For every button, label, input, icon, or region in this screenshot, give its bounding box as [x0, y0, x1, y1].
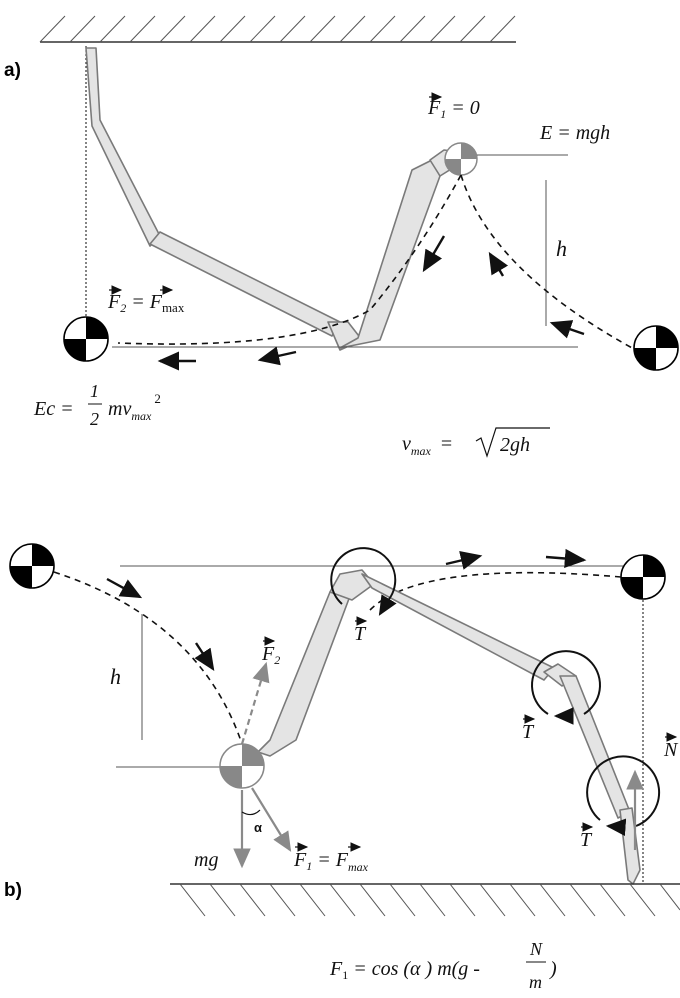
center-of-mass-left	[63, 316, 109, 362]
panel-a-label: a)	[4, 60, 21, 81]
svg-text:mvmax2: mvmax2	[108, 391, 161, 423]
svg-text:T: T	[354, 623, 367, 645]
svg-text:F1 = Fmax: F1 = Fmax	[293, 849, 369, 874]
trajectory-right-a	[460, 174, 635, 350]
trajectory-left-a	[117, 174, 462, 345]
energy-label: E = mgh	[539, 122, 610, 144]
center-of-mass-right	[633, 325, 679, 371]
alpha-label: α	[254, 820, 262, 835]
motion-arrow	[257, 346, 297, 366]
svg-text:2: 2	[90, 409, 99, 429]
torque-label: T	[522, 714, 536, 743]
svg-text:2gh: 2gh	[500, 434, 530, 456]
height-label-a: h	[556, 236, 567, 261]
floor-hatch	[170, 883, 680, 917]
motion-arrow	[194, 642, 215, 672]
f2-force-arrow	[240, 661, 270, 745]
ceiling-hatch	[39, 15, 516, 43]
motion-arrow	[106, 577, 143, 599]
center-of-mass-left-b	[9, 543, 55, 589]
svg-text:N: N	[529, 939, 543, 959]
f2-label-a: F2 = Fmax	[107, 285, 185, 315]
torque-label: T	[354, 616, 368, 645]
max-velocity-formula: vmax= 2gh	[402, 427, 550, 458]
torque-rotation-mid	[531, 650, 601, 725]
center-of-mass-bottom-b	[219, 743, 265, 789]
svg-text:F2: F2	[261, 643, 280, 667]
torque-label: T	[580, 822, 594, 851]
body-silhouette-b	[257, 569, 641, 885]
f1-label-b: F1 = Fmax	[293, 842, 369, 874]
torque-rotation-low	[586, 755, 661, 837]
angle-arc	[241, 809, 261, 816]
f1-formula: F1 = cos (α ) m(g - N m )	[329, 939, 557, 992]
f1-force-arrow	[251, 787, 292, 852]
motion-arrow	[445, 551, 483, 570]
svg-text:vmax=: vmax=	[402, 433, 452, 458]
svg-text:): )	[549, 958, 557, 980]
svg-text:F1 = 0: F1 = 0	[427, 97, 480, 121]
svg-text:m: m	[529, 972, 542, 992]
motion-arrow	[488, 251, 509, 277]
f2-label-b: F2	[261, 636, 280, 667]
svg-text:1: 1	[90, 381, 99, 401]
trajectory-left-b	[53, 571, 243, 745]
svg-text:T: T	[522, 721, 535, 743]
trajectory-right-b	[369, 571, 622, 611]
panel-a: a) F1 = 0 E = mgh h	[4, 15, 679, 458]
svg-text:F2 = Fmax: F2 = Fmax	[107, 291, 185, 315]
height-label-b: h	[110, 664, 121, 689]
center-of-mass-right-b	[620, 554, 666, 600]
weight-label: mg	[194, 849, 218, 871]
motion-arrow	[549, 320, 585, 339]
motion-arrow	[545, 548, 587, 569]
motion-arrow	[422, 235, 446, 273]
svg-text:N: N	[663, 739, 679, 761]
normal-force-label: N	[663, 732, 679, 761]
center-of-mass-top	[444, 142, 478, 176]
f1-label-a: F1 = 0	[427, 92, 480, 121]
kinetic-energy-formula: Ec = 1 2 mvmax2	[33, 381, 161, 429]
torque-rotation-top	[330, 547, 397, 616]
svg-text:F1 = cos (α ) m(g -: F1 = cos (α ) m(g -	[329, 958, 480, 982]
svg-text:T: T	[580, 829, 593, 851]
panel-b: h T T	[4, 543, 680, 992]
svg-text:Ec =: Ec =	[33, 398, 74, 420]
panel-b-label: b)	[4, 880, 22, 901]
